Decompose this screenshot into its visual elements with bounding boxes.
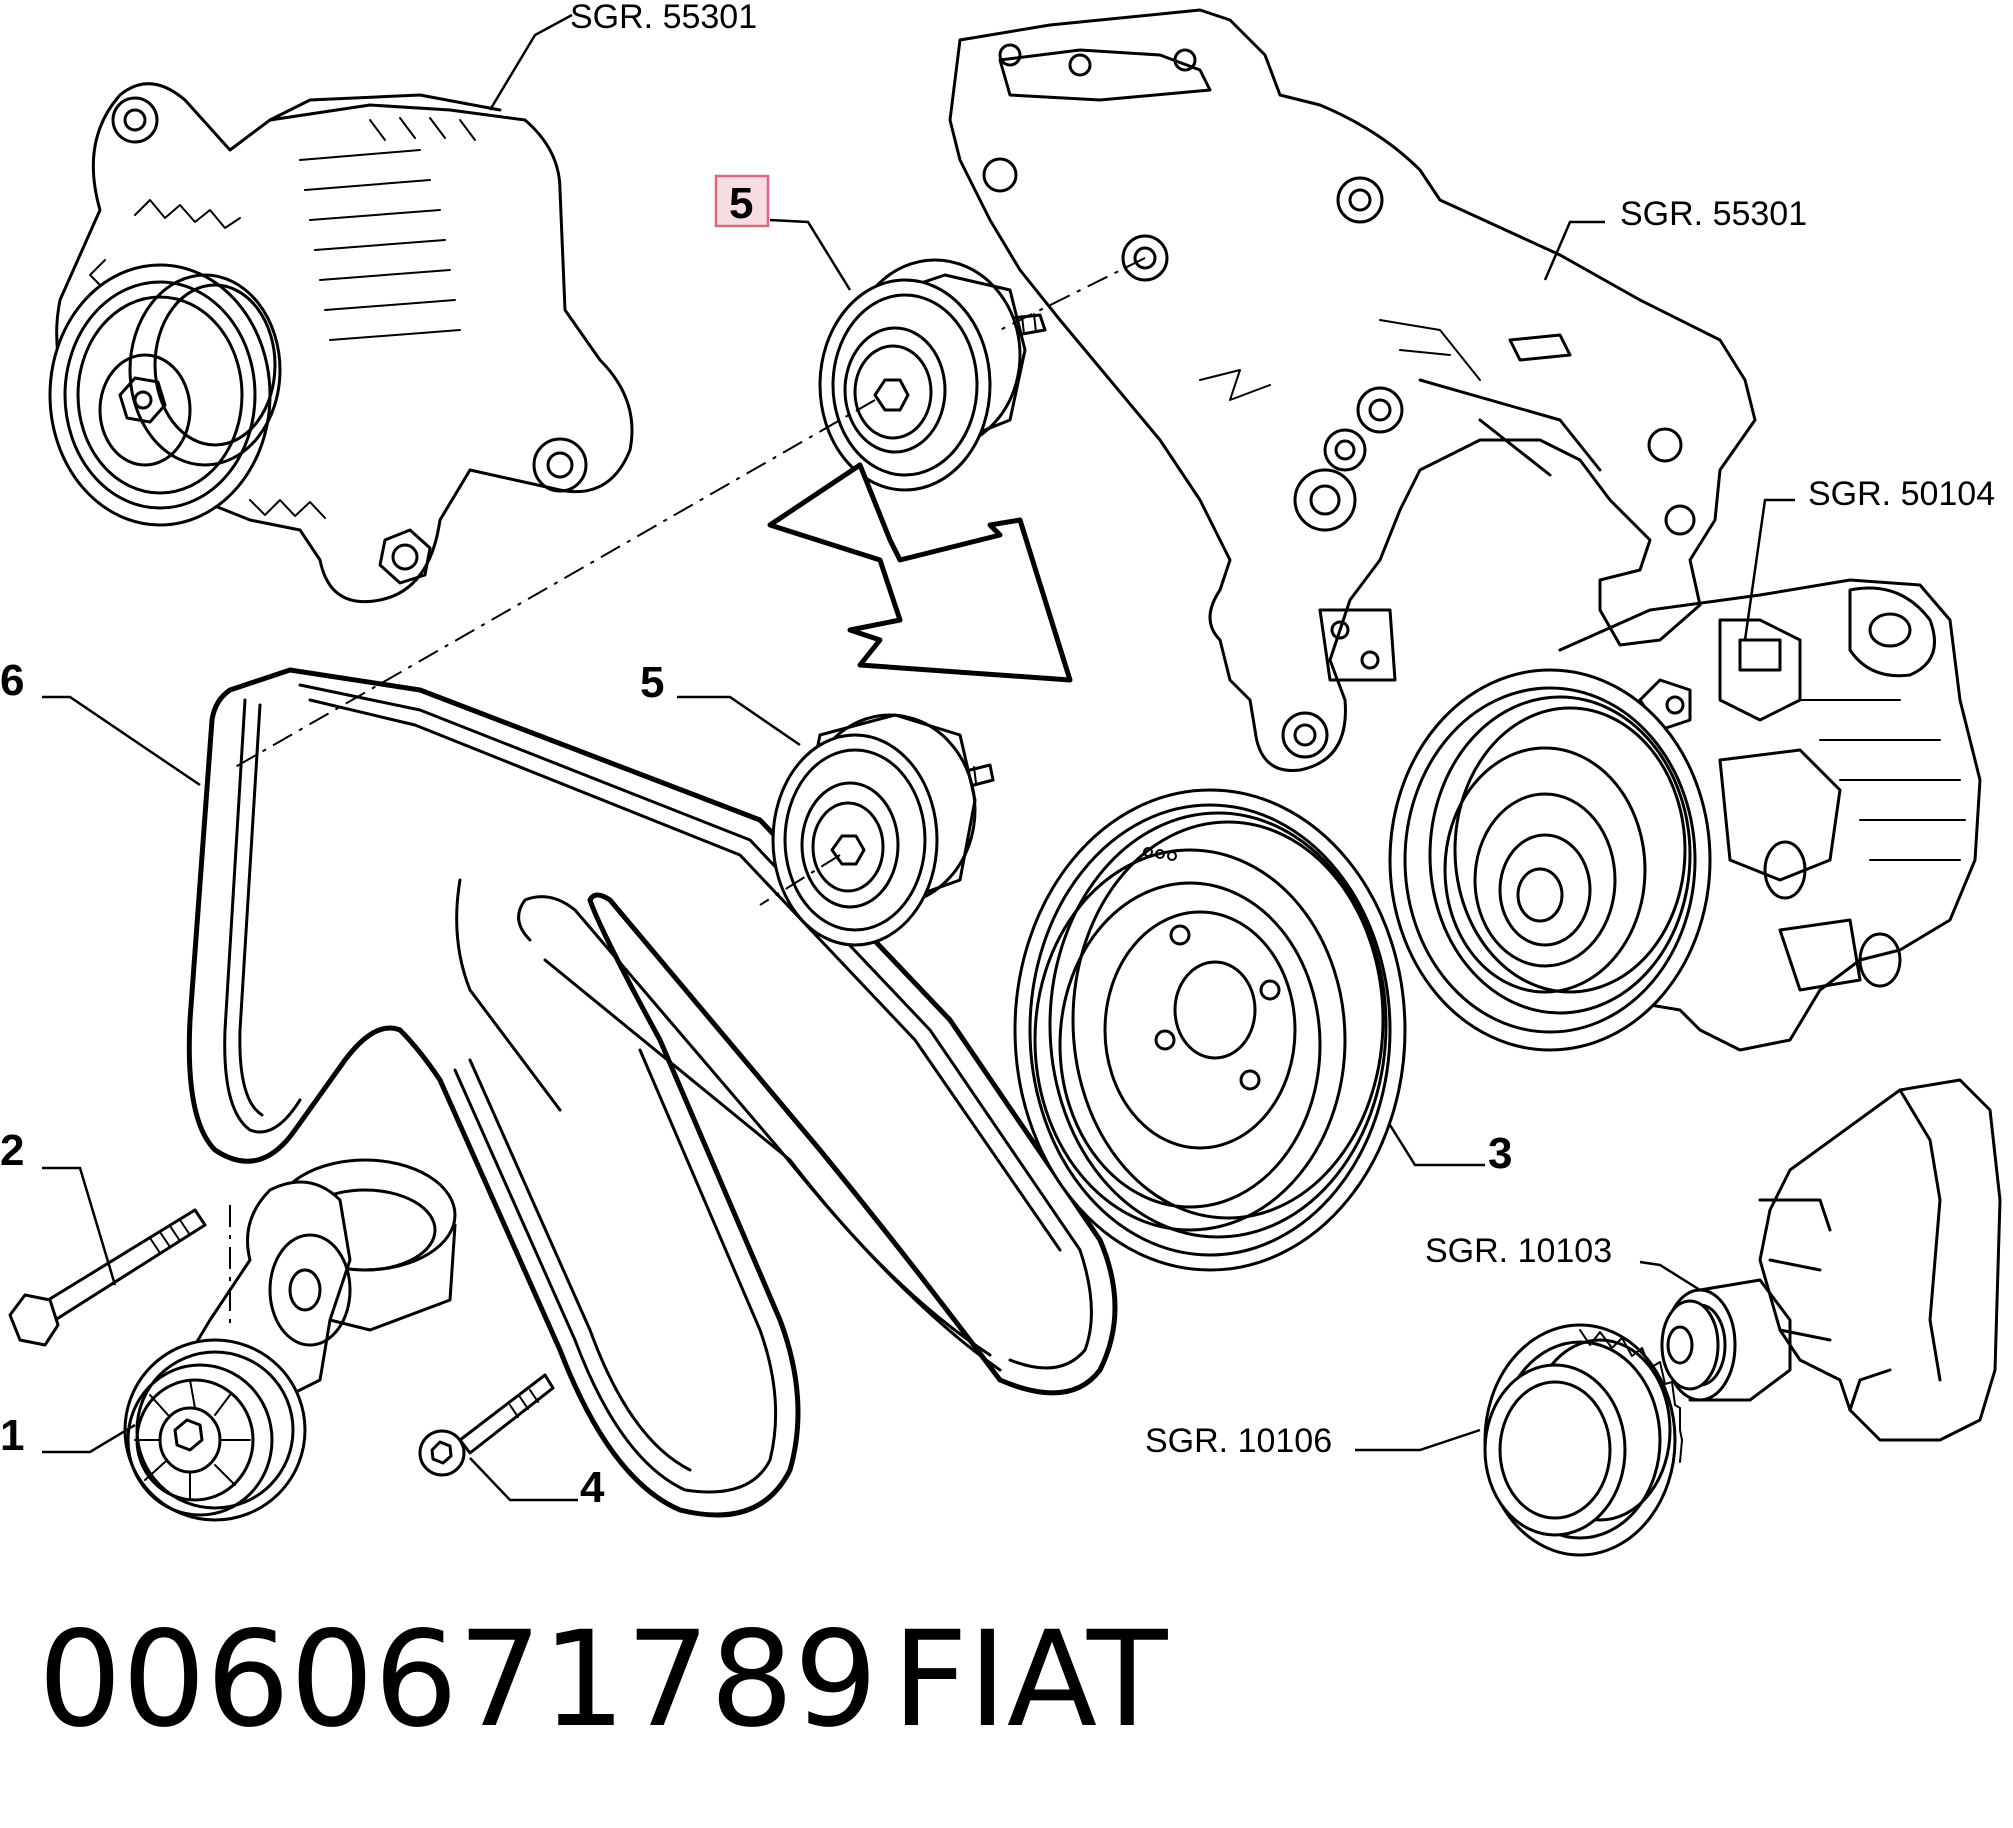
belt-tensioner xyxy=(123,1158,457,1522)
engine-bracket xyxy=(948,8,1757,772)
assembly-axes xyxy=(229,257,1146,1325)
alternator xyxy=(48,82,634,604)
ac-compressor xyxy=(1388,578,1982,1052)
callout-5: 5 xyxy=(640,658,664,707)
serpentine-belt xyxy=(186,667,1118,1518)
leader-lines xyxy=(42,13,1795,1502)
ref-alternator: SGR. 55301 xyxy=(570,0,757,36)
callout-labels: 5 5 6 2 1 4 3 xyxy=(0,174,1512,1512)
ref-gear: SGR. 10106 xyxy=(1145,1422,1332,1460)
part-number: 0060671789 xyxy=(38,1603,878,1757)
highlight-box xyxy=(714,174,770,228)
callout-2: 2 xyxy=(0,1126,24,1175)
ref-bracket: SGR. 55301 xyxy=(1620,195,1807,233)
callout-3: 3 xyxy=(1488,1129,1512,1178)
crankshaft xyxy=(1660,1078,2002,1442)
callout-4: 4 xyxy=(580,1463,605,1512)
callout-1: 1 xyxy=(0,1411,24,1460)
direction-arrow xyxy=(767,462,1073,683)
ref-crankshaft: SGR. 10103 xyxy=(1425,1232,1612,1270)
caption: 0060671789 FIAT xyxy=(38,1603,1169,1757)
callout-5-highlighted: 5 xyxy=(729,179,753,228)
ref-compressor: SGR. 50104 xyxy=(1808,475,1995,513)
idler-pulley-lower xyxy=(771,713,995,947)
crankshaft-pulley xyxy=(1013,788,1407,1272)
long-bolt xyxy=(8,1208,207,1347)
group-references: SGR. 55301 SGR. 55301 SGR. 50104 SGR. 10… xyxy=(570,0,1995,1460)
brand-name: FIAT xyxy=(892,1603,1169,1757)
socket-screw xyxy=(418,1373,555,1477)
callout-6: 6 xyxy=(0,656,24,705)
idler-pulley-upper xyxy=(818,258,1047,492)
timing-gear xyxy=(1483,1323,1683,1557)
